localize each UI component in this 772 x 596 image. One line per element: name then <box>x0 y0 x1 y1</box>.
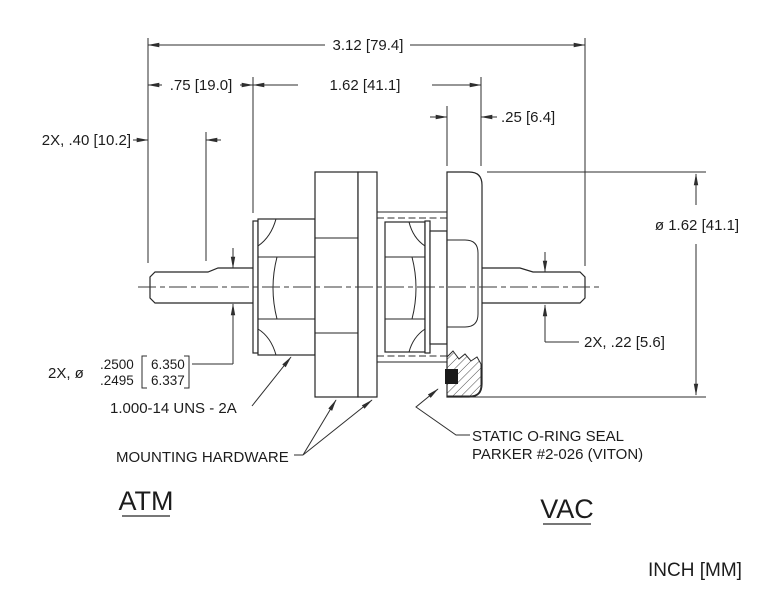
mounting-hardware-text: MOUNTING HARDWARE <box>116 449 289 466</box>
dim-overall-length: 3.12 [79.4] <box>147 37 586 54</box>
thread-crest-lines <box>377 211 447 363</box>
dim-overall-length-text: 3.12 [79.4] <box>333 37 404 54</box>
vacuum-flange <box>445 171 483 398</box>
units-note: INCH [MM] <box>648 560 742 581</box>
o-ring <box>445 369 458 384</box>
dim-shaft-step-text: 2X, .40 [10.2] <box>42 132 131 149</box>
right-shaft <box>482 267 586 304</box>
callout-oring-seal: STATIC O-RING SEAL PARKER #2-026 (VITON) <box>415 388 643 463</box>
dim-flange-diameter: ø 1.62 [41.1] <box>655 173 739 396</box>
left-hex-chamfer-arcs <box>257 218 278 356</box>
left-hex-facet-lines <box>258 256 315 320</box>
dim-shaft-tip-diameter-text: 2X, .22 [5.6] <box>584 334 665 351</box>
shaft-fit-prefix: 2X, ø <box>48 365 84 382</box>
section-hatch <box>446 350 482 397</box>
vac-label: VAC <box>540 494 594 524</box>
dim-flange-thickness-text: .25 [6.4] <box>501 109 555 126</box>
mounting-plate-1-lines <box>315 237 358 334</box>
mounting-plate-1 <box>314 171 359 398</box>
leader-line <box>251 356 292 407</box>
atm-label: ATM <box>119 486 174 516</box>
leader-line <box>415 388 470 436</box>
side-label-vac: VAC <box>540 494 594 525</box>
left-shaft <box>149 267 253 304</box>
dim-exposed-shaft: .75 [19.0] <box>147 77 254 94</box>
thread-callout-text: 1.000-14 UNS - 2A <box>110 400 237 417</box>
right-hex-facet-lines <box>385 256 425 320</box>
side-label-atm: ATM <box>119 486 174 517</box>
dim-shaft-tip-diameter: 2X, .22 [5.6] <box>542 252 665 351</box>
thread-root-lines <box>377 217 447 357</box>
shaft-fit-mm-max: 6.350 <box>151 357 185 372</box>
mounting-plate-2 <box>357 171 378 398</box>
dim-shaft-fit-diameter: 2X, ø .2500 .2495 6.350 6.337 <box>48 248 236 389</box>
callout-thread: 1.000-14 UNS - 2A <box>110 356 292 417</box>
shaft-fit-mm-min: 6.337 <box>151 373 185 388</box>
oring-seal-text-line1: STATIC O-RING SEAL <box>472 428 624 445</box>
threaded-shank <box>377 211 447 363</box>
dim-flange-diameter-text: ø 1.62 [41.1] <box>655 217 739 234</box>
leader-line <box>302 399 373 456</box>
flange-hub-lines <box>447 239 479 328</box>
bracket-open <box>141 355 147 389</box>
shaft-fit-inch-min: .2495 <box>100 373 134 388</box>
right-hex-chamfer-arcs <box>408 221 426 353</box>
bracket-close <box>184 355 190 389</box>
dim-exposed-shaft-text: .75 [19.0] <box>170 77 233 94</box>
feedthrough-assembly <box>138 171 602 398</box>
callout-mounting-hardware: MOUNTING HARDWARE <box>116 399 373 466</box>
dim-body-length: 1.62 [41.1] <box>252 77 482 94</box>
dim-body-length-text: 1.62 [41.1] <box>330 77 401 94</box>
oring-seal-text-line2: PARKER #2-026 (VITON) <box>472 446 643 463</box>
dim-flange-thickness: .25 [6.4] <box>430 109 555 126</box>
mounting-hardware <box>314 171 378 398</box>
dim-shaft-step: 2X, .40 [10.2] <box>42 132 221 149</box>
extension-lines <box>147 38 706 398</box>
shaft-fit-inch-max: .2500 <box>100 357 134 372</box>
leader-line <box>302 399 337 456</box>
